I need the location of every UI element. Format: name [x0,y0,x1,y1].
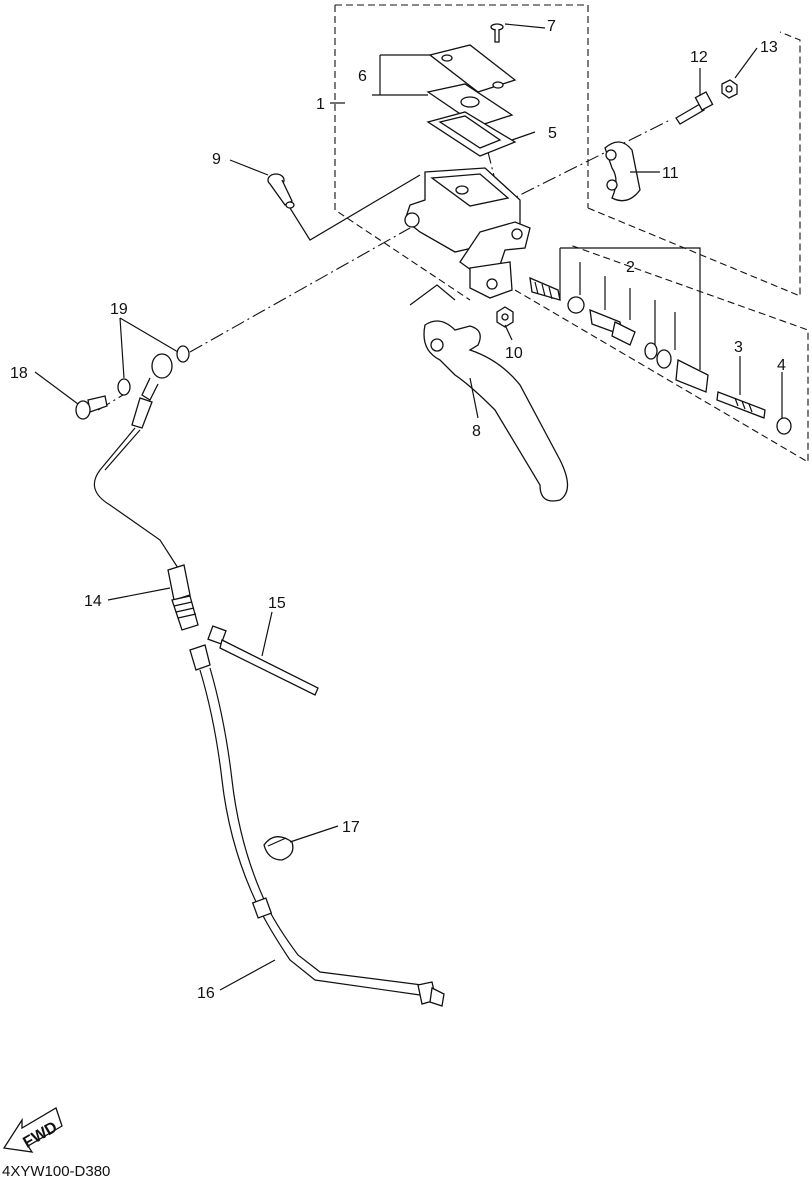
banjo-bolt [75,395,108,420]
assembly-boundary-master-cylinder [334,4,589,301]
washer-lower [117,378,131,396]
axis-line-clamp-bolt [499,119,671,206]
pivot-bolt-leader [289,174,421,241]
callout-9: 9 [212,151,221,168]
callout-6: 6 [358,68,367,85]
hose-clip [263,836,294,861]
callout-8: 8 [472,423,481,440]
callout-19: 19 [110,301,128,318]
callout-5: 5 [548,125,557,142]
boot-cap [776,417,792,435]
clutch-hose-upper [93,427,179,569]
push-rod [716,391,766,419]
callout-11: 11 [662,165,679,182]
callout-2: 2 [626,259,635,276]
clamp-nut [721,79,738,99]
callout-14: 14 [84,593,102,610]
reservoir-cap [428,44,517,93]
callout-15: 15 [268,595,286,612]
banjo-fitting [131,353,173,429]
callout-7: 7 [547,18,556,35]
hose-joint [167,564,199,631]
callout-1: 1 [316,96,325,113]
clutch-hose-lower [189,644,445,1007]
pivot-bolt [267,173,295,209]
axis-line-banjo [189,227,411,353]
cap-screw [490,23,504,43]
callout-13: 13 [760,39,778,56]
pivot-nut [496,306,514,328]
callout-4: 4 [777,357,786,374]
callout-18: 18 [10,365,28,382]
clamp-bolt [675,91,714,125]
drawing-code: 4XYW100-D380 [2,1163,110,1180]
callout-10: 10 [505,345,523,362]
callout-leaders [34,23,783,991]
assembly-boundary-clamp [587,31,801,297]
callout-16: 16 [197,985,215,1002]
handlebar-clamp [604,141,641,202]
fwd-arrow-icon: FWD [2,1107,63,1153]
diaphragm [426,111,517,157]
piston-kit [529,276,709,393]
washer-upper [176,345,190,363]
callout-12: 12 [690,49,708,66]
assembly-boundary-piston-kit [514,244,809,463]
callout-3: 3 [734,339,743,356]
master-cylinder-body [404,167,531,299]
hose-clamp-band [207,625,319,696]
callout-17: 17 [342,819,360,836]
clutch-lever [409,284,569,502]
